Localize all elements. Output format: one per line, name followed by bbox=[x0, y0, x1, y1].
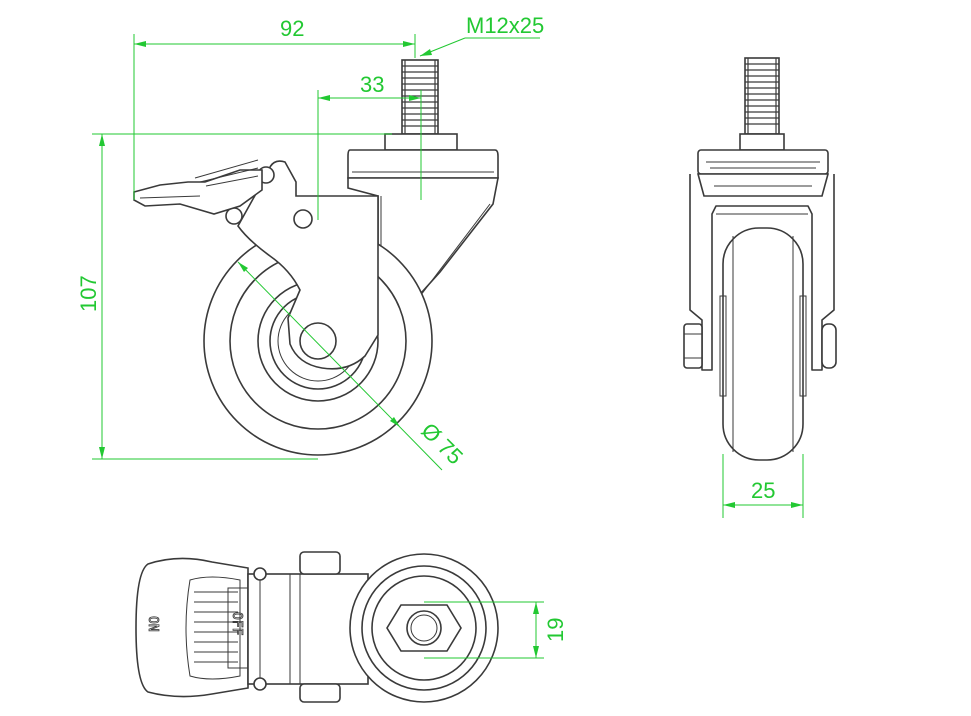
top-brake-pedal: ON OFF bbox=[135, 557, 249, 698]
side-threaded-stem bbox=[401, 59, 439, 135]
dim-label-m12x25: M12x25 bbox=[466, 13, 544, 38]
dim-label-diameter-75: Ø 75 bbox=[416, 418, 467, 469]
dim-wheel-width: 25 bbox=[722, 454, 804, 518]
top-wheel bbox=[349, 553, 499, 703]
dim-overall-width: 92 bbox=[133, 16, 416, 200]
dim-label-107: 107 bbox=[76, 275, 101, 312]
embossed-on-label: ON bbox=[145, 616, 160, 632]
dim-hex-size: 19 bbox=[424, 601, 568, 659]
dim-thread-spec: M12x25 bbox=[419, 13, 544, 57]
front-view: 25 bbox=[683, 57, 837, 518]
front-axle-nuts bbox=[683, 323, 837, 369]
dim-label-92: 92 bbox=[280, 16, 304, 41]
top-fork-body bbox=[247, 551, 369, 703]
side-view: 92 M12x25 33 107 bbox=[76, 13, 544, 471]
front-top-plate bbox=[696, 149, 830, 197]
top-view: ON OFF 19 bbox=[135, 551, 568, 703]
dim-label-33: 33 bbox=[360, 72, 384, 97]
front-wheel bbox=[719, 227, 807, 461]
dim-label-25: 25 bbox=[751, 478, 775, 503]
dim-overall-height: 107 bbox=[76, 133, 392, 460]
side-top-plate bbox=[347, 133, 499, 179]
embossed-off-label: OFF bbox=[229, 612, 244, 636]
dim-stem-offset: 33 bbox=[317, 72, 421, 101]
side-brake-pedal bbox=[133, 159, 263, 215]
dim-label-19: 19 bbox=[543, 618, 568, 642]
front-threaded-stem bbox=[739, 57, 785, 151]
